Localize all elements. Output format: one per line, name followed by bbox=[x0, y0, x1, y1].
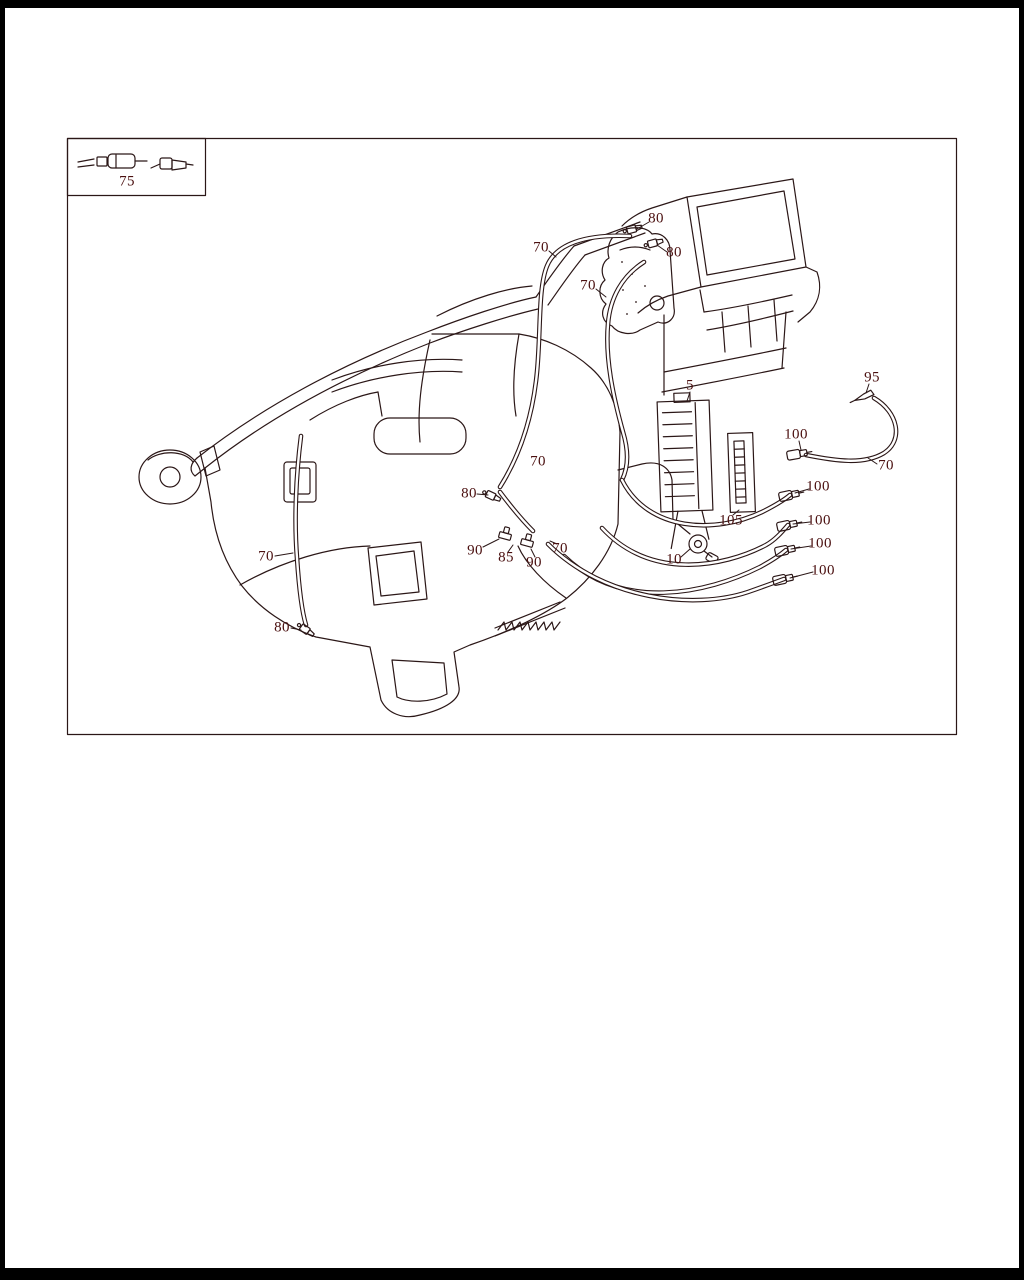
cowl-beam bbox=[190, 221, 646, 477]
control-unit bbox=[656, 392, 714, 550]
vacuum-hoses bbox=[293, 233, 899, 628]
drawing-frame bbox=[66, 137, 958, 736]
blower-motor bbox=[138, 445, 221, 505]
screw-fastener bbox=[688, 534, 719, 565]
vacuum-actuator bbox=[599, 227, 675, 335]
part-75-connector-inset bbox=[77, 153, 194, 171]
mounting-bracket bbox=[727, 431, 756, 513]
heater-box-body bbox=[204, 333, 691, 718]
dash-frame-structure bbox=[621, 178, 821, 396]
hose-fittings bbox=[295, 222, 876, 639]
callout-leader-lines bbox=[274, 221, 878, 631]
